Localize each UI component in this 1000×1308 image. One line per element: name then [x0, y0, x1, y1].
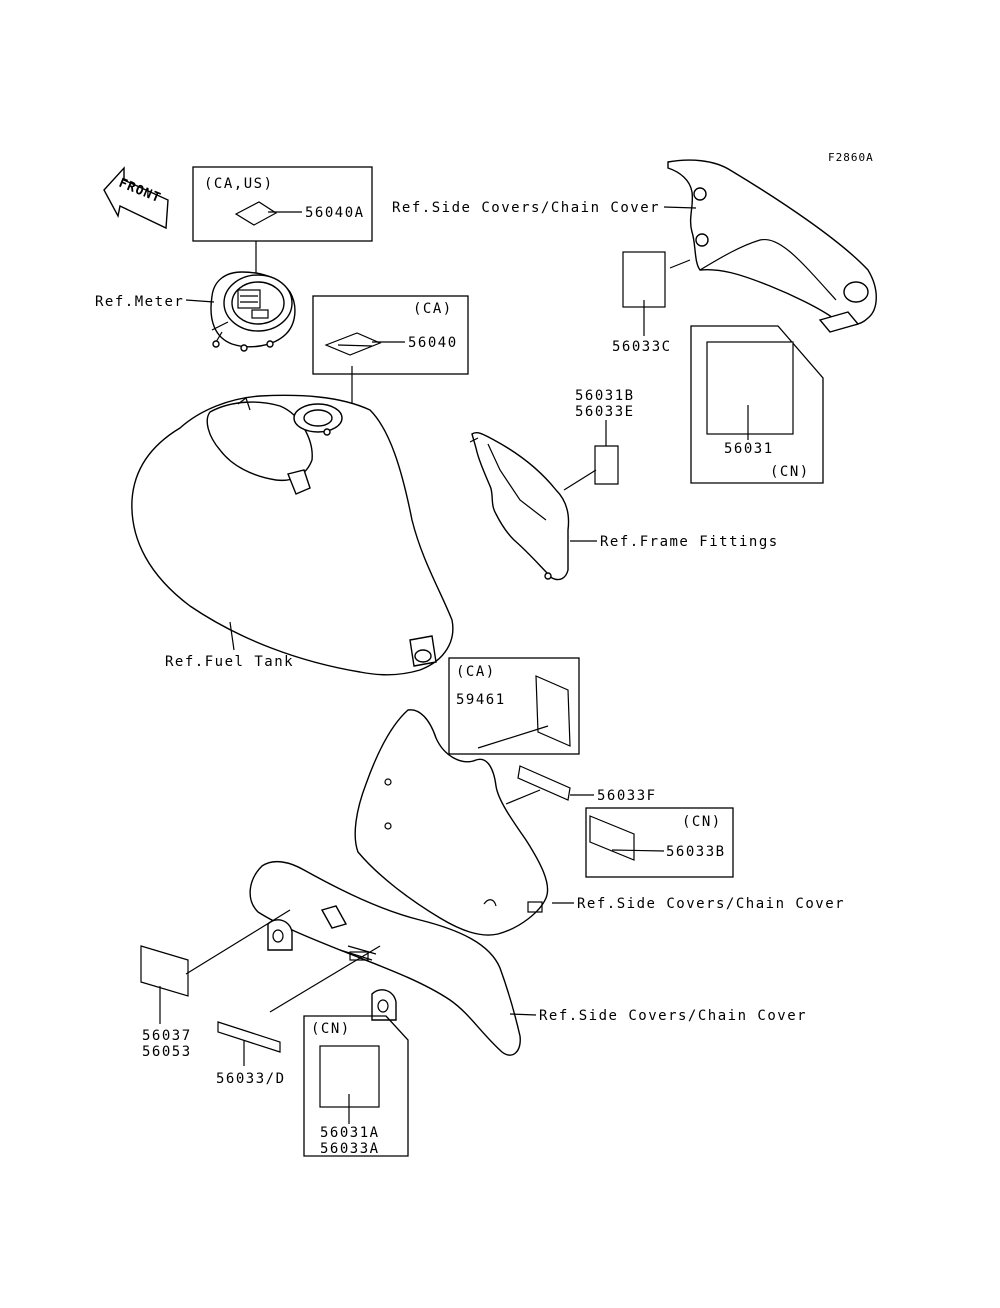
decal-56033b [589, 815, 635, 861]
label-ref-side-covers-mid: Ref.Side Covers/Chain Cover [577, 896, 845, 912]
part-number-56031a: 56031A [320, 1125, 380, 1141]
decal-56037 [140, 945, 189, 997]
callout-box-ca-56040: (CA) 56040 [312, 295, 469, 375]
figure-code: F2860A [828, 151, 874, 164]
fuel-tank [131, 394, 454, 676]
meter-assembly [210, 271, 296, 352]
decal-56040 [324, 332, 382, 356]
part-number-56033e: 56033E [575, 404, 635, 420]
region-label: (CA) [456, 664, 496, 680]
decal-56031 [706, 341, 794, 435]
label-ref-side-covers-bottom: Ref.Side Covers/Chain Cover [539, 1008, 807, 1024]
frame-fitting-bracket [469, 431, 570, 581]
region-label: (CN) [682, 814, 722, 830]
decal-56033d [217, 1021, 281, 1053]
part-number-56033a: 56033A [320, 1141, 380, 1157]
decal-56031b [594, 445, 619, 485]
decal-56040a [234, 201, 278, 226]
label-ref-meter: Ref.Meter [95, 294, 184, 310]
decal-56033c [622, 251, 666, 308]
part-number-56053: 56053 [142, 1044, 192, 1060]
chain-cover-top [667, 159, 877, 333]
callout-box-cn-56031a: (CN) 56031A 56033A [303, 1015, 409, 1157]
region-label: (CN) [770, 464, 810, 480]
part-number-56040: 56040 [408, 335, 458, 351]
part-number-56033b: 56033B [666, 844, 726, 860]
part-number-59461: 59461 [456, 692, 506, 708]
callout-box-cn-56031: 56031 (CN) [690, 325, 824, 484]
callout-box-ca-59461: (CA) 59461 [448, 657, 580, 755]
part-number-56037: 56037 [142, 1028, 192, 1044]
side-cover-middle [354, 709, 549, 936]
decal-56033f [517, 765, 571, 801]
part-number-56033d: 56033/D [216, 1071, 286, 1087]
label-ref-fuel-tank: Ref.Fuel Tank [165, 654, 294, 670]
region-label: (CA,US) [204, 176, 274, 192]
part-number-56040a: 56040A [305, 205, 365, 221]
part-number-56033c: 56033C [612, 339, 672, 355]
region-label: (CA) [413, 301, 453, 317]
part-number-56031b: 56031B [575, 388, 635, 404]
label-ref-frame-fittings: Ref.Frame Fittings [600, 534, 779, 550]
label-ref-side-covers-top: Ref.Side Covers/Chain Cover [392, 200, 660, 216]
part-number-56031: 56031 [724, 441, 774, 457]
front-arrow-icon: FRONT [103, 166, 169, 230]
part-number-56033f: 56033F [597, 788, 657, 804]
decal-59461 [535, 675, 571, 747]
chain-cover-bottom [249, 860, 521, 1056]
region-label: (CN) [311, 1021, 351, 1037]
callout-box-cn-56033b: (CN) 56033B [585, 807, 734, 878]
callout-box-ca-us: (CA,US) 56040A [192, 166, 373, 242]
